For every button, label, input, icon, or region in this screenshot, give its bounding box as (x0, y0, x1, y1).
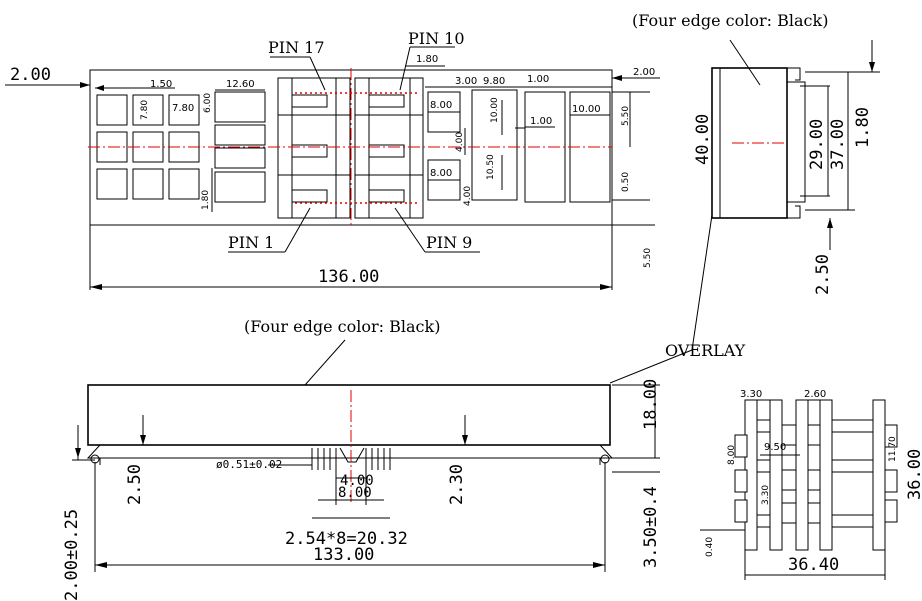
dim-8-00-detail: 8.00 (727, 445, 737, 465)
segment-bar (214, 171, 266, 203)
dim-2-50-side: 2.50 (813, 254, 833, 295)
dim-3-30-mid: 3.30 (761, 485, 771, 505)
dim-29: 29.00 (807, 119, 827, 170)
pin-pad (368, 189, 405, 203)
pin-frame (277, 77, 351, 219)
dim-2-30: 2.30 (447, 464, 467, 505)
dim-7-80-b: 7.80 (172, 103, 194, 114)
dim-4-00-a: 4.00 (455, 132, 465, 152)
dim-1-80-side: 1.80 (853, 107, 873, 148)
side-pin-housing (786, 81, 806, 203)
dim-18: 18.00 (641, 379, 661, 430)
dim-9-80: 9.80 (483, 76, 505, 87)
dim-37: 37.00 (828, 119, 848, 170)
top-view: 2.00 1.50 12.60 7.80 7.80 6.00 1.80 PIN … (5, 29, 660, 290)
dim-6-00: 6.00 (203, 93, 213, 113)
dim-11-70: 11.70 (888, 436, 898, 462)
segment-bar (214, 124, 266, 146)
dim-3-30-top: 3.30 (740, 389, 762, 400)
front-view-base (86, 444, 614, 459)
dim-2-60: 2.60 (804, 389, 826, 400)
dim-10-00-b: 10.00 (572, 104, 601, 115)
dim-5-50-bottom: 5.50 (643, 248, 653, 268)
segment-cell (96, 94, 128, 126)
segment-cell (132, 168, 164, 200)
dim-36-40: 36.40 (788, 555, 839, 575)
pin-pad (368, 144, 405, 158)
front-pins (311, 447, 391, 470)
dim-1-80-left: 1.80 (201, 190, 211, 210)
pin-pad (291, 144, 328, 158)
dim-40: 40.00 (693, 114, 713, 165)
dim-7-80-a: 7.80 (140, 100, 150, 120)
front-view-cover (87, 384, 611, 446)
segment-box (471, 89, 518, 201)
dim-136: 136.00 (318, 267, 379, 287)
pin-pad (368, 94, 405, 108)
dim-pitch: 2.54*8=20.32 (285, 529, 408, 549)
dim-10-00-a: 10.00 (490, 97, 500, 123)
pin-17-label: PIN 17 (268, 38, 325, 57)
segment-cell (168, 168, 200, 200)
pin-pad (291, 94, 328, 108)
dim-3-50-tol: 3.50±0.4 (641, 486, 661, 568)
dim-2-00-right: 2.00 (633, 67, 655, 78)
dim-133: 133.00 (313, 545, 374, 565)
pin-1-label: PIN 1 (228, 233, 274, 252)
dim-1-50: 1.50 (150, 79, 172, 90)
pin-frame (354, 77, 424, 219)
dim-0-40: 0.40 (705, 537, 715, 557)
segment-bar (214, 91, 266, 123)
pin-10-label: PIN 10 (408, 29, 465, 48)
dim-2-00-tol: 2.00±0.25 (62, 509, 82, 601)
dim-1-80-top: 1.80 (416, 54, 438, 65)
detail-view: 3.30 2.60 8.00 9.50 11.70 3.30 36.00 0.4… (700, 389, 922, 580)
dim-9-50: 9.50 (764, 442, 786, 453)
dim-10-50: 10.50 (486, 154, 496, 180)
dim-4-00-b: 4.00 (463, 186, 473, 206)
dim-8-00-a: 8.00 (430, 100, 452, 111)
dim-2-00-left: 2.00 (10, 65, 51, 85)
overlay-label: OVERLAY (665, 341, 746, 360)
dim-0-50: 0.50 (621, 172, 631, 192)
edge-color-note-top: (Four edge color: Black) (632, 11, 828, 30)
dim-8-00-b: 8.00 (430, 168, 452, 179)
dim-8-00-front: 8.00 (338, 485, 372, 501)
pin-pad (291, 189, 328, 203)
dim-1-00-top: 1.00 (527, 74, 549, 85)
dim-1-00-mid: 1.00 (530, 116, 552, 127)
segment-bar (214, 147, 266, 169)
pin-9-label: PIN 9 (426, 233, 472, 252)
dim-36-00: 36.00 (905, 449, 922, 500)
dim-2-50-front: 2.50 (125, 464, 145, 505)
dim-4-00-front: 4.00 (340, 473, 374, 489)
segment-cell (96, 168, 128, 200)
edge-color-note-front: (Four edge color: Black) (244, 317, 440, 336)
side-view: (Four edge color: Black) 40.00 29.00 37.… (609, 11, 880, 384)
segment-cell (168, 94, 200, 126)
front-view: (Four edge color: Black) 18.00 (62, 317, 661, 601)
dim-pin-diameter: ø0.51±0.02 (216, 458, 282, 471)
dim-12-60: 12.60 (226, 79, 255, 90)
dim-3-00: 3.00 (455, 76, 477, 87)
segment-cell (132, 94, 164, 126)
dim-5-50-right: 5.50 (621, 106, 631, 126)
